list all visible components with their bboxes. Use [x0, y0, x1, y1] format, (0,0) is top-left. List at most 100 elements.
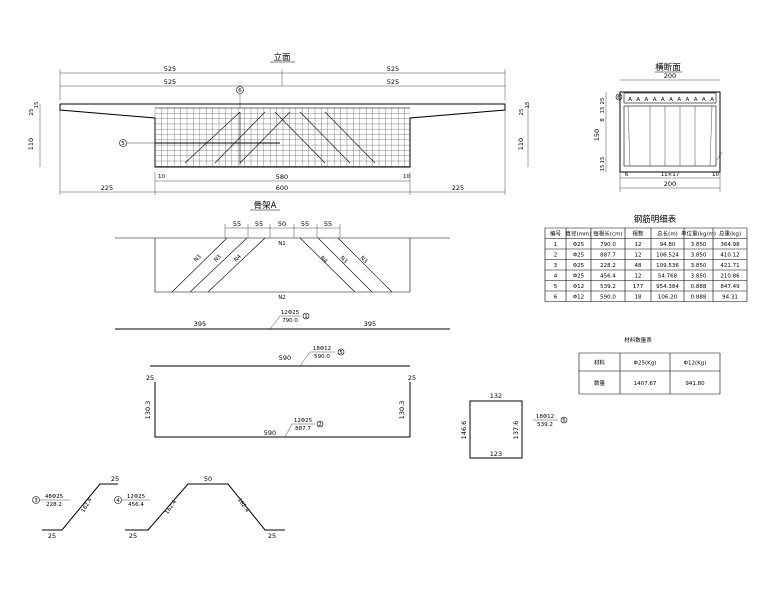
callout-6: 6: [238, 88, 242, 94]
rebar-table-header: 每根长(cm): [593, 230, 622, 238]
dim-side-right: 10: [403, 174, 410, 180]
sk-n4-b: N4: [319, 255, 329, 265]
bar1-length: 790.0: [282, 318, 298, 324]
bar6-left: 146.6: [460, 421, 468, 440]
bar6-right: 137.6: [512, 421, 520, 440]
rebar-table-cell: 590.0: [600, 295, 616, 301]
cs-mark: A: [677, 97, 681, 103]
rebar-table-header: 单位重(kg/m): [681, 230, 716, 238]
bar5-id: 5: [339, 350, 343, 356]
rebar-table-cell: 3.850: [691, 263, 707, 269]
material-table-header: Φ25(Kg): [634, 361, 657, 367]
rebar-table-cell: 847.49: [720, 284, 740, 290]
bar2-right-v: 130.3: [398, 401, 406, 420]
bar2-spec: 12Φ25: [294, 418, 313, 424]
bar5-length: 590.0: [314, 354, 330, 360]
rebar-table-cell: 0.888: [691, 284, 707, 290]
elevation-diagonals: [184, 111, 376, 165]
dim-mid-left: 525: [164, 78, 176, 86]
rebar-table-cell: 6: [554, 295, 558, 301]
sk-n4-a: N4: [233, 253, 243, 263]
elevation-title: 立面: [273, 52, 291, 63]
cs-dim-inner: 11×17: [661, 172, 680, 178]
sk-n3-d: N3: [359, 255, 369, 265]
left-h-a: 25: [29, 108, 35, 115]
left-h-main: 110: [27, 138, 35, 150]
bar-3-detail: 25 162.4 25 3 48Φ25 228.2: [32, 475, 119, 540]
bar6-id-circle: [560, 416, 568, 424]
cross-section-title: 横断面: [655, 62, 681, 73]
stirrup-outline: [469, 400, 523, 459]
rebar-table-cell: 887.7: [600, 253, 616, 259]
bar4-diag-l: 162.4: [164, 499, 178, 516]
cs-mark: A: [694, 97, 698, 103]
rebar-table-cell: 539.2: [600, 284, 616, 290]
bar6-id: 5: [562, 418, 566, 424]
rebar-table-cell: 456.4: [600, 274, 616, 280]
cs-bot-right: 10: [712, 172, 719, 178]
cs-left-a: 25: [600, 97, 606, 104]
rebar-table-header: 直径(mm): [565, 230, 591, 238]
dim-top-right: 525: [387, 65, 399, 73]
dim-top-left: 525: [164, 65, 176, 73]
bar3-bottom: 25: [48, 532, 56, 540]
sk-n3-c: N3: [339, 255, 349, 265]
skeleton-title: 骨架A: [254, 201, 277, 211]
callout-5: 5: [121, 141, 125, 147]
bar5-spec: 18Φ12: [313, 346, 331, 352]
bar2-right-h: 25: [408, 374, 416, 382]
material-table-header: Φ12(Kg): [684, 361, 707, 367]
cs-callout-6-circle: [615, 93, 623, 101]
cs-mark: A: [661, 97, 665, 103]
rebar-table-cell: 177: [633, 284, 644, 290]
cs-bot-left: 6: [625, 172, 629, 178]
rebar-table-header: 编号: [550, 230, 562, 238]
cs-callout-6: 6: [617, 95, 621, 101]
bar1-id-circle: [302, 312, 310, 320]
cs-mark: A: [669, 97, 673, 103]
rebar-table-cell: Φ25: [573, 242, 585, 248]
bar3-top: 25: [111, 475, 119, 483]
rebar-table-cell: Φ25: [573, 253, 585, 259]
elevation-mesh: [154, 107, 410, 167]
sk-n3-b: N3: [213, 253, 223, 263]
material-table-cell: 1407.67: [634, 381, 657, 387]
bar4-length: 456.4: [128, 502, 144, 508]
sk-dim-1: 55: [233, 220, 241, 228]
material-table-header: 材料: [594, 359, 606, 367]
skeleton-view: 骨架A 55 55 50 55 55 N1 N2 N3 N3 N4 N4 N3 …: [115, 201, 450, 301]
sk-n2: N2: [278, 295, 286, 301]
bar6-top: 132: [490, 392, 502, 400]
rebar-table-cell: 106.524: [656, 253, 679, 259]
cs-dim-top: 200: [664, 72, 676, 80]
cs-mark: A: [653, 97, 657, 103]
cs-mark: A: [636, 97, 640, 103]
bar-2-detail: 25 25 130.3 130.3 590 12Φ25 887.7 2: [144, 374, 416, 438]
rebar-table-cell: 228.2: [600, 263, 616, 269]
cs-mark: A: [702, 97, 706, 103]
callout-6-circle: [236, 86, 244, 94]
elevation-view: 立面 525 525 525 525 25 15 110: [27, 52, 531, 195]
rebar-table-cell: 3: [554, 263, 558, 269]
rebar-table-cell: 94.80: [660, 242, 676, 248]
cs-left-d: 15: [600, 156, 606, 163]
rebar-table-cell: 12: [635, 274, 642, 280]
right-h-a: 25: [519, 108, 525, 115]
bar4-top: 50: [204, 475, 212, 483]
bar5-length-label: 590: [279, 354, 291, 362]
sk-dim-3: 50: [278, 220, 286, 228]
rebar-table-header: 总长(m): [657, 230, 678, 238]
rebar-table-cell: 12: [635, 253, 642, 259]
dim-bot-inner: 580: [276, 173, 288, 181]
rebar-table-cell: 790.0: [600, 242, 616, 248]
bar1-id: 1: [304, 314, 308, 320]
bar6-bottom: 123: [490, 450, 502, 458]
bar6-spec: 18Φ12: [536, 414, 554, 420]
rebar-table-cell: 364.98: [720, 242, 740, 248]
material-table-title: 材料数量表: [624, 336, 652, 344]
bar3-id: 3: [34, 498, 38, 504]
rebar-table-cell: 2: [554, 253, 558, 259]
